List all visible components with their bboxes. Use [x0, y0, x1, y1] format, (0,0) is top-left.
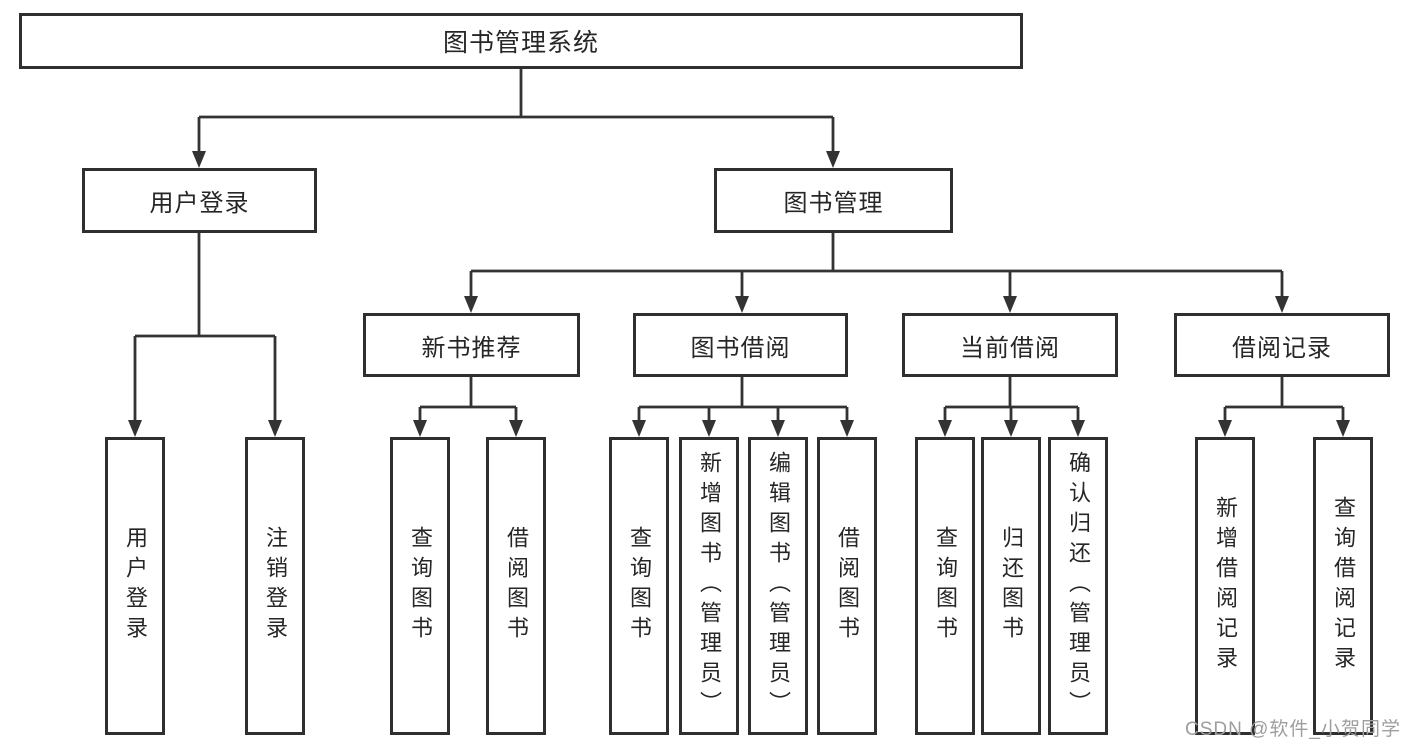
leaf-confirm-return-admin: 确认归还（管理员）	[1048, 437, 1108, 735]
node-label: 借阅图书	[504, 526, 529, 646]
node-label: 查询图书	[933, 526, 958, 646]
node-label: 用户登录	[149, 190, 250, 217]
arrowhead-icon	[509, 420, 523, 437]
leaf-query-books-borrowing: 查询图书	[609, 437, 669, 735]
leaf-user-login: 用户登录	[105, 437, 165, 735]
node-label: 查询借阅记录	[1331, 496, 1356, 676]
arrowhead-icon	[1004, 420, 1018, 437]
arrowhead-icon	[1275, 296, 1289, 313]
arrowhead-icon	[840, 420, 854, 437]
leaf-add-borrow-record: 新增借阅记录	[1195, 437, 1255, 735]
leaf-return-books: 归还图书	[981, 437, 1041, 735]
tree-edges	[133, 69, 1345, 423]
arrowhead-icon	[464, 296, 478, 313]
leaf-add-books-admin: 新增图书（管理员）	[679, 437, 739, 735]
node-label: 注销登录	[263, 526, 288, 646]
node-label: 确认归还（管理员）	[1066, 451, 1091, 721]
leaf-borrow-books-borrowing: 借阅图书	[817, 437, 877, 735]
node-label: 查询图书	[408, 526, 433, 646]
node-label: 新增图书（管理员）	[697, 451, 722, 721]
node-user-login: 用户登录	[82, 168, 317, 233]
arrowhead-icon	[826, 151, 840, 168]
node-label: 新书推荐	[421, 334, 522, 362]
leaf-query-books-current: 查询图书	[915, 437, 975, 735]
leaf-logout: 注销登录	[245, 437, 305, 735]
node-book-management: 图书管理	[714, 168, 953, 233]
arrowhead-icon	[1003, 296, 1017, 313]
node-current-borrowing: 当前借阅	[902, 313, 1118, 377]
arrowhead-icon	[1071, 420, 1085, 437]
node-label: 归还图书	[999, 526, 1024, 646]
csdn-watermark: CSDN @软件_小贺同学	[1185, 719, 1401, 740]
arrowhead-icon	[192, 151, 206, 168]
arrowhead-icon	[1218, 420, 1232, 437]
leaf-borrow-books-recommend: 借阅图书	[486, 437, 546, 735]
leaf-query-books-recommend: 查询图书	[390, 437, 450, 735]
node-label: 编辑图书（管理员）	[766, 451, 791, 721]
node-book-borrowing: 图书借阅	[633, 313, 848, 377]
arrowhead-icon	[771, 420, 785, 437]
node-library-system: 图书管理系统	[19, 13, 1023, 69]
node-label: 查询图书	[627, 526, 652, 646]
arrowhead-icon	[128, 420, 142, 437]
arrowhead-icon	[632, 420, 646, 437]
arrowhead-icon	[268, 420, 282, 437]
arrowhead-icon	[735, 296, 749, 313]
arrowhead-icon	[413, 420, 427, 437]
node-new-book-recommend: 新书推荐	[363, 313, 580, 377]
leaf-query-borrow-record: 查询借阅记录	[1313, 437, 1373, 735]
node-label: 新增借阅记录	[1213, 496, 1238, 676]
node-label: 借阅图书	[835, 526, 860, 646]
node-label: 借阅记录	[1232, 334, 1332, 362]
arrowhead-icon	[938, 420, 952, 437]
arrowhead-icon	[702, 420, 716, 437]
node-label: 图书管理	[783, 190, 884, 217]
node-label: 当前借阅	[960, 334, 1060, 362]
arrowheads	[128, 151, 1350, 437]
node-label: 用户登录	[123, 526, 148, 646]
node-label: 图书借阅	[690, 334, 791, 362]
node-label: 图书管理系统	[442, 29, 599, 57]
leaf-edit-books-admin: 编辑图书（管理员）	[748, 437, 808, 735]
node-borrowing-records: 借阅记录	[1174, 313, 1390, 377]
arrowhead-icon	[1336, 420, 1350, 437]
